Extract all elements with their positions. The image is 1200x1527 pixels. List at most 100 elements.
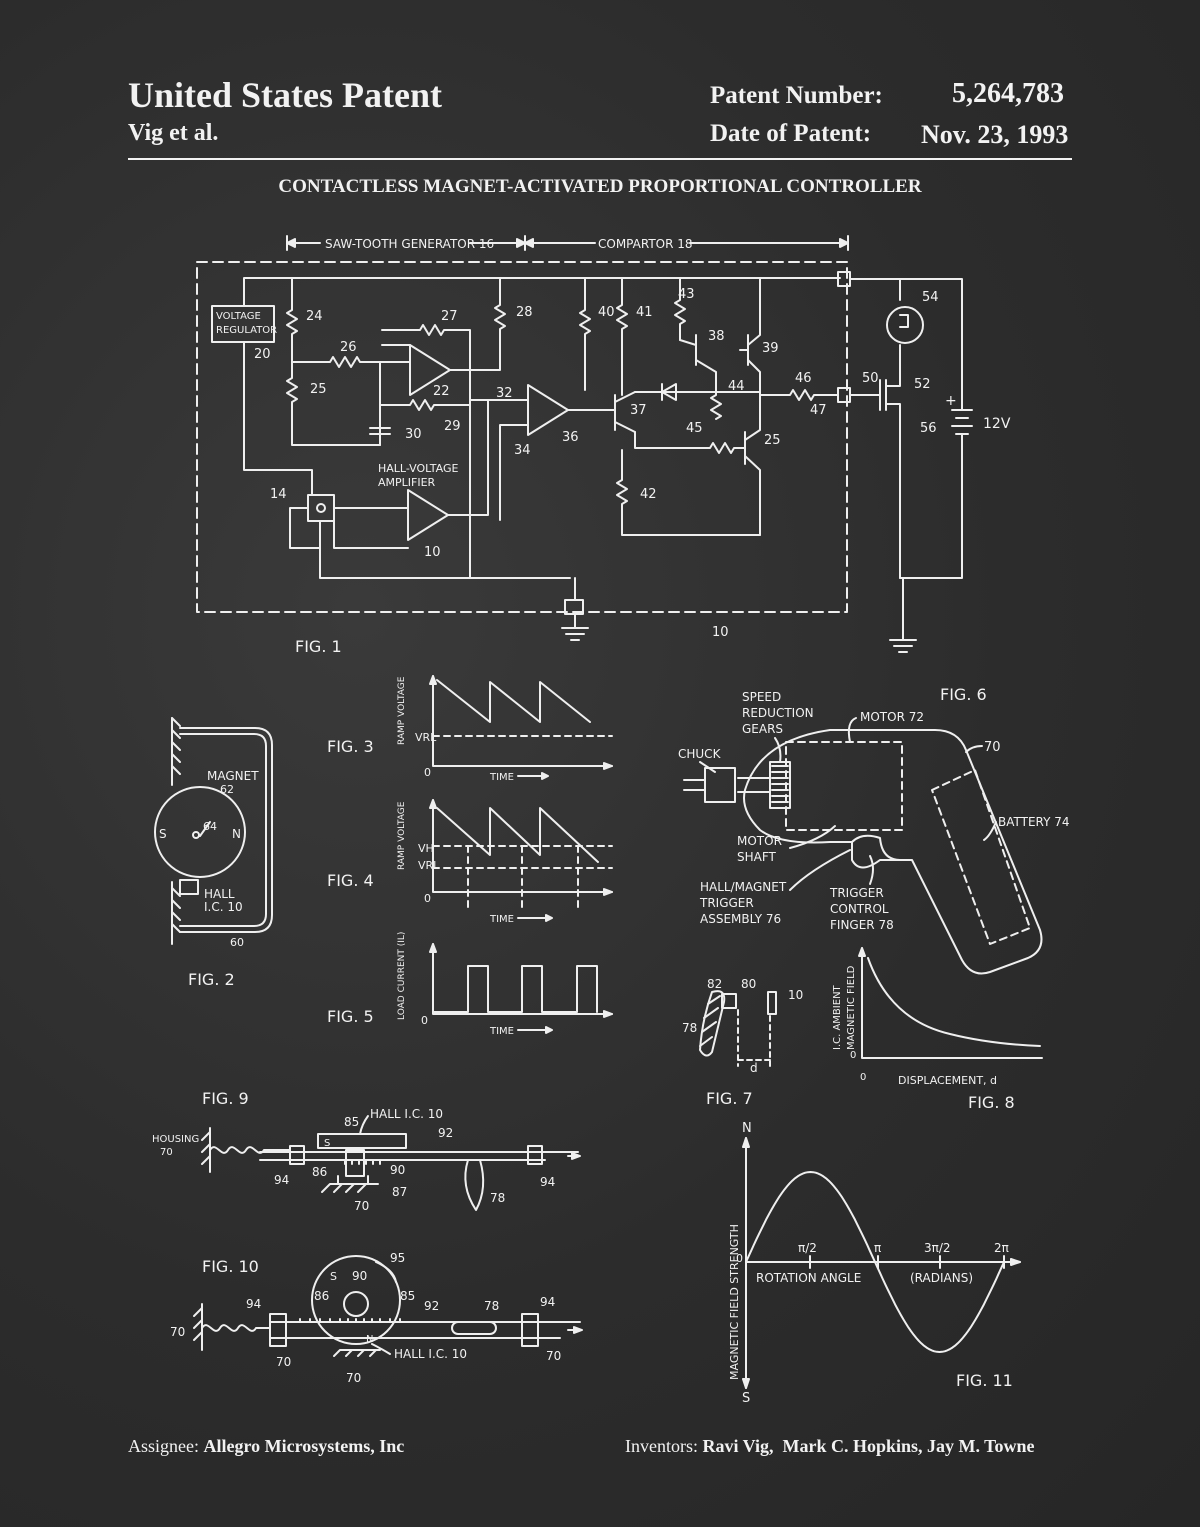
fig11-s: S (742, 1391, 750, 1406)
ref-60: 60 (230, 936, 244, 949)
fig3-ylabel: RAMP VOLTAGE (397, 676, 407, 745)
ref-32: 32 (496, 386, 513, 401)
ref-37: 37 (630, 403, 647, 418)
fig2-label: FIG. 2 (188, 970, 235, 989)
speed-label-3: GEARS (742, 722, 783, 736)
patent-number: 5,264,783 (952, 78, 1064, 109)
magnet-label: MAGNET (207, 769, 259, 783)
ramp-waveform (436, 679, 591, 723)
trigger-label-3: FINGER 78 (830, 918, 894, 932)
ref-12: 14 (270, 487, 287, 502)
patent-date: Nov. 23, 1993 (921, 120, 1069, 149)
fig10-label: FIG. 10 (202, 1257, 259, 1276)
fig1-circuit: SAW-TOOTH GENERATOR 16 COMPARTOR 18 VOLT… (196, 235, 1011, 656)
patent-title: United States Patent (128, 75, 442, 115)
fig3-origin: 0 (424, 766, 431, 779)
motor-label: MOTOR 72 (860, 710, 924, 724)
vr-label-1: VOLTAGE (216, 311, 261, 322)
tick-pi-2: π/2 (798, 1241, 817, 1255)
fig4-label: FIG. 4 (327, 871, 374, 890)
motor-shaft-label-1: MOTOR (737, 834, 782, 848)
fig2-magnet: MAGNET 62 64 S N HALL I.C. 10 60 FIG. 2 (154, 717, 273, 989)
ref-52: 52 (914, 377, 931, 392)
ref-26: 26 (340, 340, 357, 355)
fig8-ylabel-1: I.C. AMBIENT (832, 984, 843, 1050)
ref-38: 38 (708, 329, 725, 344)
ref-27: 27 (441, 309, 458, 324)
fig9-ref-87: 87 (392, 1185, 407, 1199)
tick-3pi-2: 3π/2 (924, 1241, 951, 1255)
fig10-ref-95: 95 (390, 1251, 405, 1265)
pole-s: S (159, 827, 167, 841)
fig5-ylabel: LOAD CURRENT (IL) (397, 932, 407, 1020)
housing-label: HOUSING (152, 1134, 199, 1145)
fig5-current: LOAD CURRENT (IL) 0 TIME FIG. 5 (327, 932, 613, 1037)
ref-46: 45 (686, 421, 703, 436)
chuck-label: CHUCK (678, 747, 722, 761)
fig10-ref-70d: 70 (546, 1349, 561, 1363)
housing-ref: 70 (160, 1147, 173, 1158)
fig9-ref-92: 92 (438, 1126, 453, 1140)
fig3-ramp: RAMP VOLTAGE VRL 0 TIME FIG. 3 (327, 675, 613, 783)
patent-subtitle: CONTACTLESS MAGNET-ACTIVATED PROPORTIONA… (278, 176, 922, 197)
fig11-n: N (742, 1121, 752, 1136)
fig10-ref-90: 90 (352, 1269, 367, 1283)
fig8-field-curve: I.C. AMBIENT MAGNETIC FIELD 0 0 DISPLACE… (832, 947, 1043, 1112)
ref-45: 44 (728, 379, 745, 394)
header-rule (128, 158, 1072, 160)
pole-n: N (232, 827, 241, 841)
sawtooth-label: SAW-TOOTH GENERATOR 16 (325, 237, 494, 251)
fig8-label: FIG. 8 (968, 1093, 1015, 1112)
fig3-xlabel: TIME (489, 772, 514, 783)
plus-sign: + (945, 393, 957, 409)
fig10-s: S (330, 1270, 337, 1283)
vr-label-2: REGULATOR (216, 325, 277, 336)
fig1-label: FIG. 1 (295, 637, 342, 656)
patent-number-label: Patent Number: (710, 82, 883, 109)
fig11-sine: N S 0 MAGNETIC FIELD STRENGTH π/2 π 3π/2… (728, 1121, 1021, 1406)
hall-amp-1: HALL-VOLTAGE (378, 462, 459, 475)
fig9-linear: FIG. 9 HOUSING 70 S 85 HALL I.C. 10 92 9… (152, 1089, 581, 1213)
ref-10b: 10 (788, 988, 803, 1002)
ref-64: 64 (203, 820, 217, 833)
date-label: Date of Patent: (710, 120, 872, 147)
fig4-ylabel: RAMP VOLTAGE (397, 801, 407, 870)
inventors-label: Inventors: (625, 1436, 698, 1456)
ref-34: 34 (514, 443, 531, 458)
ref-25: 25 (310, 382, 327, 397)
fig11-units: (RADIANS) (910, 1271, 973, 1285)
ref-22: 22 (433, 384, 450, 399)
fig10-rotary: FIG. 10 95 S 90 86 85 92 78 94 94 70 70 … (170, 1251, 583, 1385)
ref-42: 41 (636, 305, 653, 320)
tick-pi: π (874, 1241, 881, 1255)
fig10-ref-86: 86 (314, 1289, 329, 1303)
fig11-label: FIG. 11 (956, 1371, 1013, 1390)
hall-trigger-label-1: HALL/MAGNET (700, 880, 787, 894)
hall-ic-label: I.C. 10 (204, 900, 243, 914)
ref-10: 10 (712, 625, 729, 640)
ref-28: 28 (516, 305, 533, 320)
fig9-ref-94a: 94 (274, 1173, 289, 1187)
ref-20: 20 (254, 347, 271, 362)
speed-label-2: REDUCTION (742, 706, 814, 720)
ref-82: 82 (707, 977, 722, 991)
fig10-ref-85: 85 (400, 1289, 415, 1303)
fig7-label: FIG. 7 (706, 1089, 753, 1108)
fig4-xlabel: TIME (489, 914, 514, 925)
inventors-names: Ravi Vig, Mark C. Hopkins, Jay M. Towne (702, 1436, 1035, 1456)
fig10-n: N (366, 1334, 373, 1345)
ref-54: 54 (922, 290, 939, 305)
tick-2pi: 2π (994, 1241, 1009, 1255)
fig9-ref-90: 90 (390, 1163, 405, 1177)
fig10-ref-92: 92 (424, 1299, 439, 1313)
fig9-ref-85: 85 (344, 1115, 359, 1129)
sine-curve (745, 1171, 1005, 1353)
inventor-short: Vig et al. (128, 120, 219, 146)
speed-label-1: SPEED (742, 690, 781, 704)
ref-56: 56 (920, 421, 937, 436)
fig6-drill: FIG. 6 CHUCK SPEED REDUCTION GEARS MOTOR… (678, 685, 1070, 975)
ref-47: 46 (795, 371, 812, 386)
fig3-level: VRL (415, 731, 437, 744)
fig10-ref-78: 78 (484, 1299, 499, 1313)
fig11-xlabel: ROTATION ANGLE (756, 1271, 861, 1285)
